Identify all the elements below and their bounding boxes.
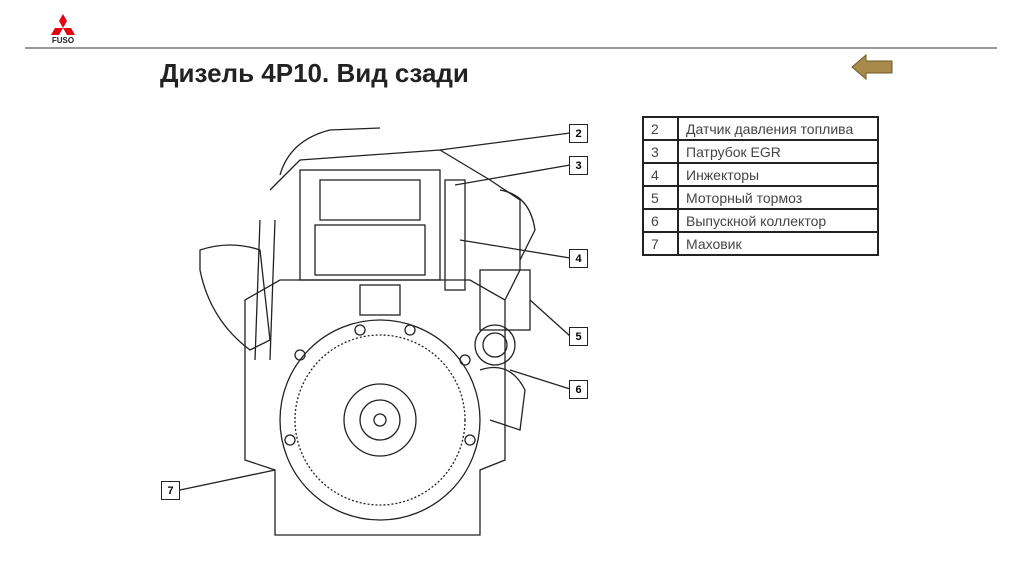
legend-label: Моторный тормоз (677, 185, 879, 210)
legend-num: 7 (642, 231, 679, 256)
svg-text:FUSO: FUSO (52, 36, 74, 44)
callout-7: 7 (161, 481, 180, 500)
engine-rear-view-drawing (179, 127, 571, 536)
page-title: Дизель 4P10. Вид сзади (160, 58, 469, 88)
legend-num: 5 (642, 185, 679, 210)
callout-3: 3 (569, 156, 588, 175)
legend-label: Маховик (677, 231, 879, 256)
callout-2: 2 (569, 124, 588, 143)
callout-5: 5 (569, 327, 588, 346)
legend-num: 3 (642, 139, 679, 164)
legend-label: Датчик давления топлива (677, 116, 879, 141)
legend-num: 2 (642, 116, 679, 141)
back-button[interactable] (850, 53, 894, 81)
legend-num: 6 (642, 208, 679, 233)
header-divider (25, 47, 997, 49)
legend-label: Патрубок EGR (677, 139, 879, 164)
legend-label: Инжекторы (677, 162, 879, 187)
arrow-left-icon (851, 53, 893, 81)
callout-6: 6 (569, 380, 588, 399)
legend-num: 4 (642, 162, 679, 187)
callout-4: 4 (569, 249, 588, 268)
fuso-logo: FUSO (38, 12, 88, 45)
legend-label: Выпускной коллектор (677, 208, 879, 233)
